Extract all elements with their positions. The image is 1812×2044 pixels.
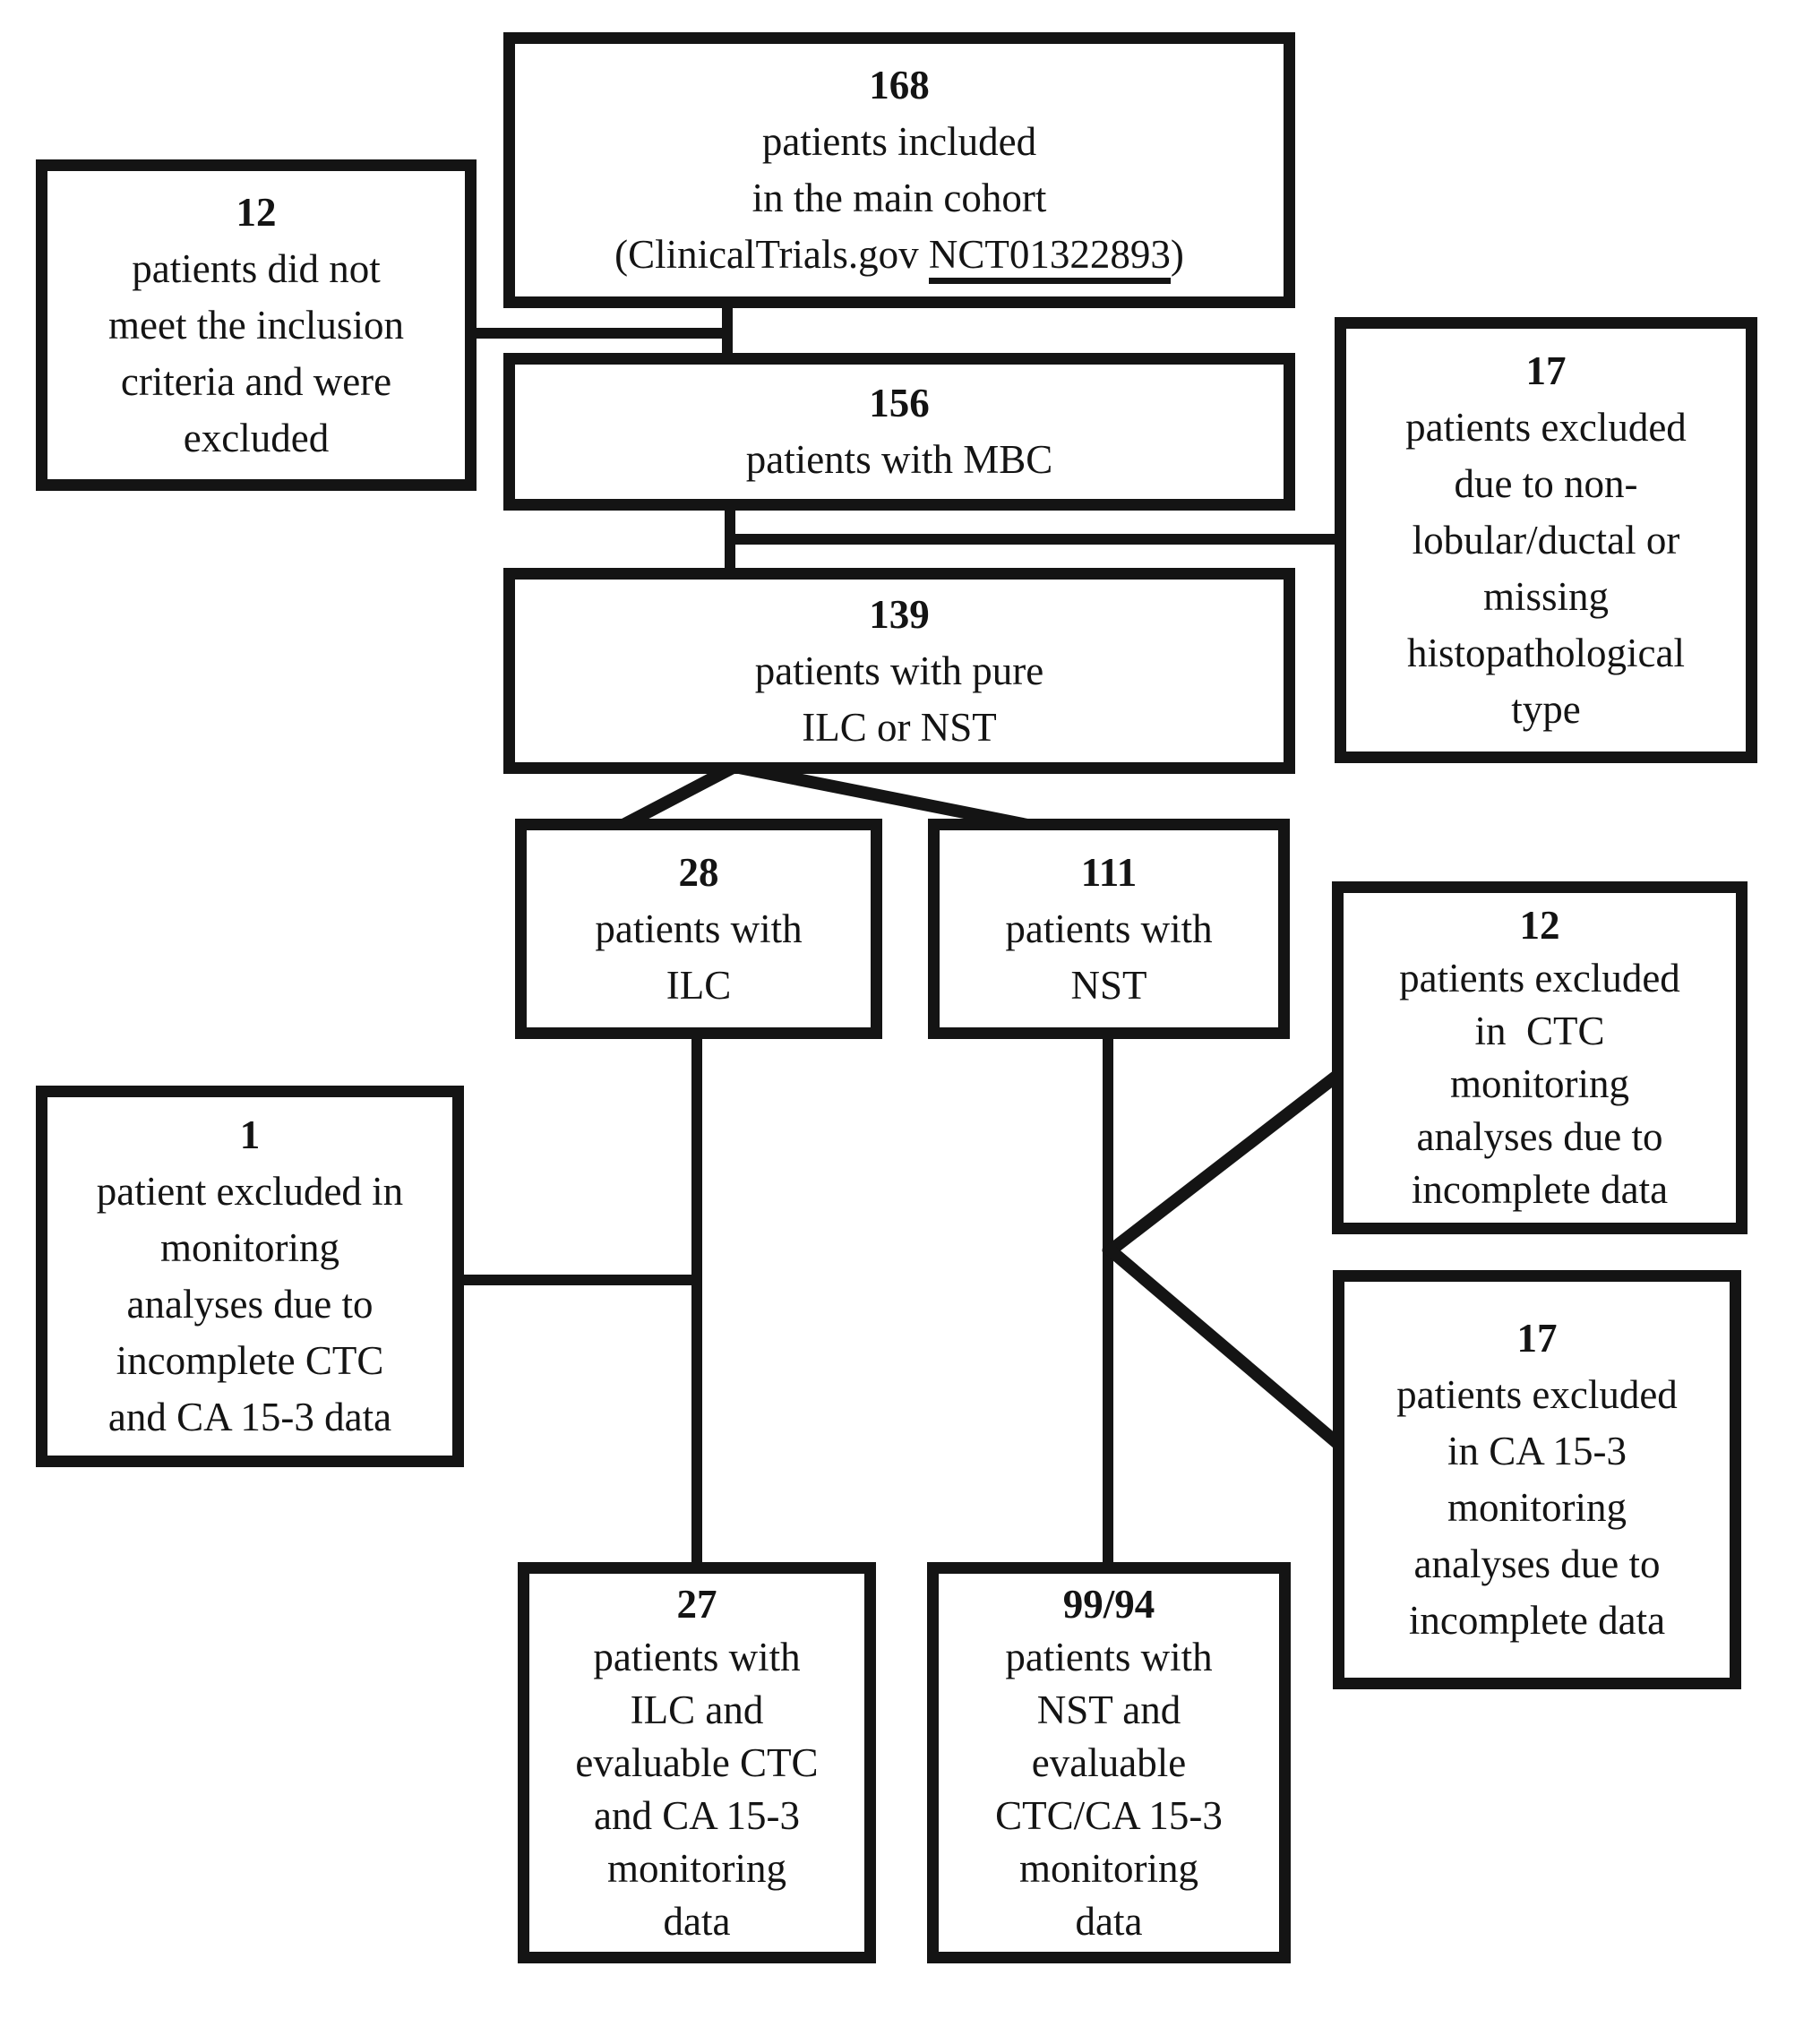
patient-count: 111	[1080, 849, 1138, 895]
excluded-inclusion-criteria-box: 12 patients did not meet the inclusion c…	[36, 159, 477, 491]
excluded-histopathology-box: 17 patients excluded due to non- lobular…	[1335, 317, 1757, 763]
patient-count: 17	[1525, 348, 1567, 393]
patient-count: 99/94	[1062, 1581, 1155, 1627]
connector-split-to-nst	[726, 759, 1040, 834]
connector-split-to-ilc	[613, 758, 743, 835]
excluded-ctc-monitoring-box: 12 patients excluded in CTC monitoring a…	[1332, 881, 1748, 1234]
patient-count: 1	[239, 1112, 261, 1157]
patient-count: 139	[869, 591, 930, 637]
nst-evaluable-box: 99/94 patients with NST and evaluable CT…	[927, 1562, 1291, 1963]
patient-count: 12	[236, 189, 277, 235]
patient-count: 156	[869, 381, 930, 425]
excluded-monitoring-box: 1 patient excluded in monitoring analyse…	[36, 1086, 464, 1467]
nst-patients-box: 111 patients with NST	[928, 819, 1290, 1039]
patient-count: 27	[676, 1581, 717, 1627]
patient-count: 168	[869, 63, 930, 107]
connector-excluded-ca153	[1102, 1241, 1347, 1453]
mbc-patients-box: 156 patients with MBC	[503, 353, 1295, 511]
connector-excluded-ctc	[1102, 1066, 1347, 1259]
patient-count: 17	[1516, 1316, 1558, 1361]
main-cohort-box: 168 patients included in the main cohort…	[503, 32, 1295, 308]
trial-registry-line: (ClinicalTrials.gov NCT01322893)	[614, 227, 1184, 284]
patient-count: 12	[1519, 903, 1560, 948]
pure-ilc-nst-box: 139 patients with pure ILC or NST	[503, 568, 1295, 774]
patient-count: 28	[678, 849, 719, 895]
ilc-patients-box: 28 patients with ILC	[515, 819, 882, 1039]
ilc-evaluable-box: 27 patients with ILC and evaluable CTC a…	[518, 1562, 876, 1963]
excluded-ca153-monitoring-box: 17 patients excluded in CA 15-3 monitori…	[1333, 1270, 1741, 1689]
nct-trial-link[interactable]: NCT01322893	[928, 232, 1171, 284]
